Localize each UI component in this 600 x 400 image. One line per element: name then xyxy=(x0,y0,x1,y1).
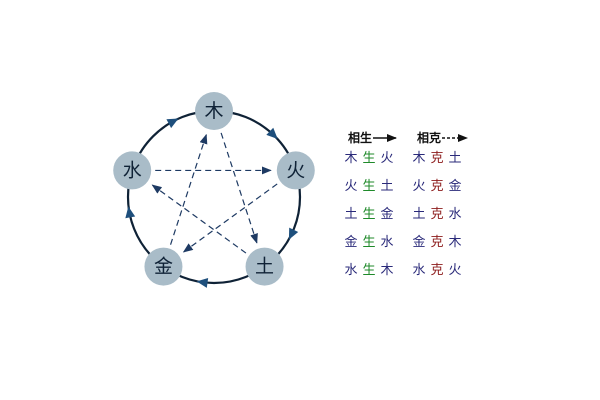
overcoming-row-5-col-2: 克 xyxy=(430,263,443,278)
generating-row-5-col-1: 水 xyxy=(344,263,357,278)
generating-row-4-col-3: 水 xyxy=(380,235,393,250)
element-node-wood: 木 xyxy=(195,92,233,130)
ring-arrow-water-to-wood xyxy=(166,118,179,129)
element-node-earth-circle xyxy=(245,247,284,286)
generating-row-1-col-3: 火 xyxy=(380,151,393,166)
overcoming-row-1-col-3: 土 xyxy=(448,151,461,166)
generating-row-5-col-3: 木 xyxy=(380,263,393,278)
legend-overcoming-label: 相克 xyxy=(417,130,441,145)
overcoming-row-3-col-1: 土 xyxy=(412,207,425,222)
overcoming-row-2-col-2: 克 xyxy=(430,179,443,194)
legend-generating-label: 相生 xyxy=(348,130,372,145)
element-node-earth: 土 xyxy=(245,247,284,286)
overcoming-row-5-col-1: 水 xyxy=(412,263,425,278)
element-node-fire-label: 火 xyxy=(286,159,305,181)
overcoming-row-3-col-2: 克 xyxy=(430,207,443,222)
overcoming-row-4-col-2: 克 xyxy=(430,235,443,250)
legend: 相生 相克 木生火火生土土生金金生水水生木 木克土火克金土克水金克木水克火 xyxy=(344,130,468,278)
star-arrow-metal-to-wood xyxy=(169,133,208,245)
overcoming-table: 木克土火克金土克水金克木水克火 xyxy=(412,151,461,278)
overcoming-row-2-col-1: 火 xyxy=(412,179,425,194)
generating-row-3-col-1: 土 xyxy=(344,207,357,222)
element-node-metal: 金 xyxy=(144,247,183,286)
overcoming-row-4-col-3: 木 xyxy=(448,235,461,250)
overcoming-row-3-col-3: 水 xyxy=(448,207,461,222)
generating-row-4-col-1: 金 xyxy=(344,234,357,250)
generating-row-5-col-2: 生 xyxy=(362,263,375,278)
overcoming-row-1-col-1: 木 xyxy=(412,151,425,166)
star-arrow-wood-to-earth xyxy=(220,132,258,244)
generating-row-3-col-3: 金 xyxy=(380,206,393,222)
star-arrow-earth-to-water xyxy=(151,184,247,254)
overcoming-row-1-col-2: 克 xyxy=(430,151,443,166)
element-node-fire: 火 xyxy=(276,151,315,190)
element-node-metal-circle xyxy=(144,247,183,286)
element-node-fire-circle xyxy=(276,151,315,190)
generating-table: 木生火火生土土生金金生水水生木 xyxy=(344,151,393,278)
ring-arrow-earth-to-metal xyxy=(196,277,209,288)
overcoming-row-4-col-1: 金 xyxy=(412,234,425,250)
ring-arrow-metal-to-water xyxy=(125,206,136,219)
overcoming-row-2-col-3: 金 xyxy=(448,178,461,194)
generating-row-1-col-2: 生 xyxy=(362,151,375,166)
generating-row-2-col-3: 土 xyxy=(380,179,393,194)
generating-row-4-col-2: 生 xyxy=(362,235,375,250)
generating-row-3-col-2: 生 xyxy=(362,207,375,222)
element-node-wood-label: 木 xyxy=(204,100,223,122)
element-node-water: 水 xyxy=(113,151,152,190)
element-node-metal-label: 金 xyxy=(154,256,173,278)
overcoming-cycle-star xyxy=(151,132,278,254)
generating-row-2-col-1: 火 xyxy=(344,179,357,194)
overcoming-row-5-col-3: 火 xyxy=(448,263,461,278)
generating-row-2-col-2: 生 xyxy=(362,179,375,194)
star-arrow-fire-to-metal xyxy=(182,183,278,253)
ring-arrow-fire-to-earth xyxy=(288,227,299,240)
ring-arrow-wood-to-fire xyxy=(266,127,278,139)
element-nodes: 木火土 金 水 xyxy=(113,92,315,286)
element-node-water-label: 水 xyxy=(123,159,142,181)
element-node-wood-circle xyxy=(195,92,233,130)
element-node-water-circle xyxy=(113,151,152,190)
generating-row-1-col-1: 木 xyxy=(344,151,357,166)
element-node-earth-label: 土 xyxy=(255,256,274,278)
